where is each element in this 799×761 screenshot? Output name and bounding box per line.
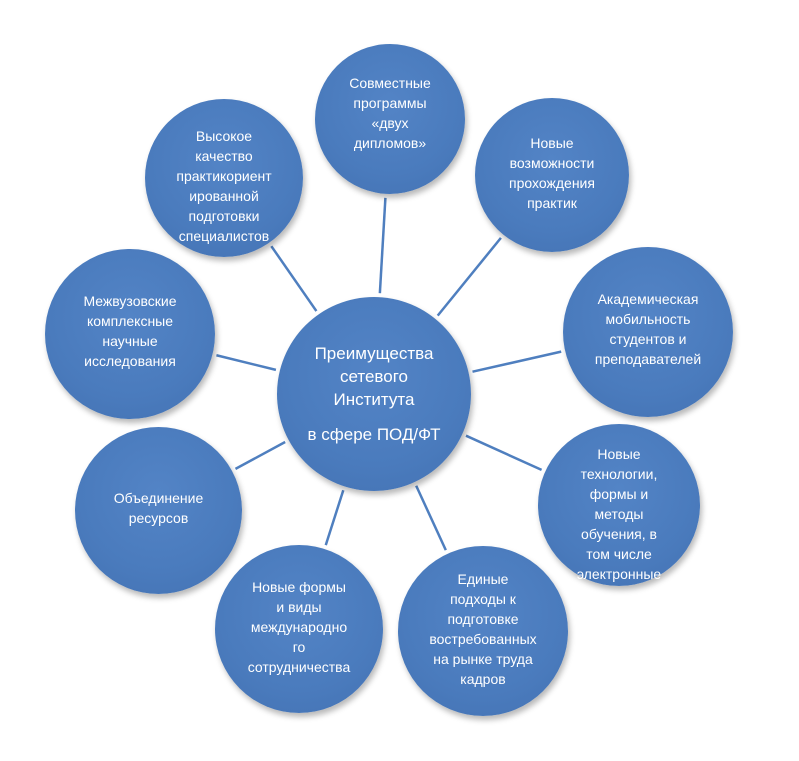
connector-line	[234, 440, 286, 470]
connector-line	[270, 245, 318, 312]
node-quality-training: Высокое качество практикориент ированной…	[145, 99, 303, 257]
node-label: Единые подходы к подготовке востребованн…	[429, 571, 537, 687]
connector-line	[465, 434, 543, 472]
node-label: Совместные программы «двух дипломов»	[349, 75, 431, 151]
connector-line	[472, 350, 562, 373]
node-academic-mobility: Академическая мобильность студентов и пр…	[563, 247, 733, 417]
connector-line	[378, 197, 387, 294]
node-label: Новые возможности прохождения практик	[509, 135, 595, 211]
node-resource-pooling: Объединение ресурсов	[75, 427, 242, 594]
center-title: Преимущества сетевого Института	[314, 344, 434, 409]
node-new-technologies: Новые технологии, формы и методы обучени…	[538, 424, 700, 586]
node-unified-approaches: Единые подходы к подготовке востребованн…	[398, 546, 568, 716]
connector-line	[436, 237, 502, 317]
node-joint-research: Межвузовские комплексные научные исследо…	[45, 249, 215, 419]
node-label: Академическая мобильность студентов и пр…	[594, 291, 702, 367]
node-label: Новые технологии, формы и методы обучени…	[576, 446, 662, 582]
node-label: Новые формы и виды международно го сотру…	[247, 579, 351, 675]
node-label: Высокое качество практикориент ированной…	[176, 128, 272, 244]
center-circle: Преимущества сетевого Института в сфере …	[277, 297, 471, 491]
node-label: Межвузовские комплексные научные исследо…	[83, 293, 177, 369]
connector-line	[415, 485, 447, 551]
node-joint-programs: Совместные программы «двух дипломов»	[315, 44, 465, 194]
center-subtitle: в сфере ПОД/ФТ	[307, 425, 441, 444]
connector-line	[216, 354, 277, 372]
node-international-cooperation: Новые формы и виды международно го сотру…	[215, 545, 383, 713]
connector-line	[324, 489, 345, 546]
node-label: Объединение ресурсов	[113, 489, 204, 526]
node-internships: Новые возможности прохождения практик	[475, 98, 629, 252]
